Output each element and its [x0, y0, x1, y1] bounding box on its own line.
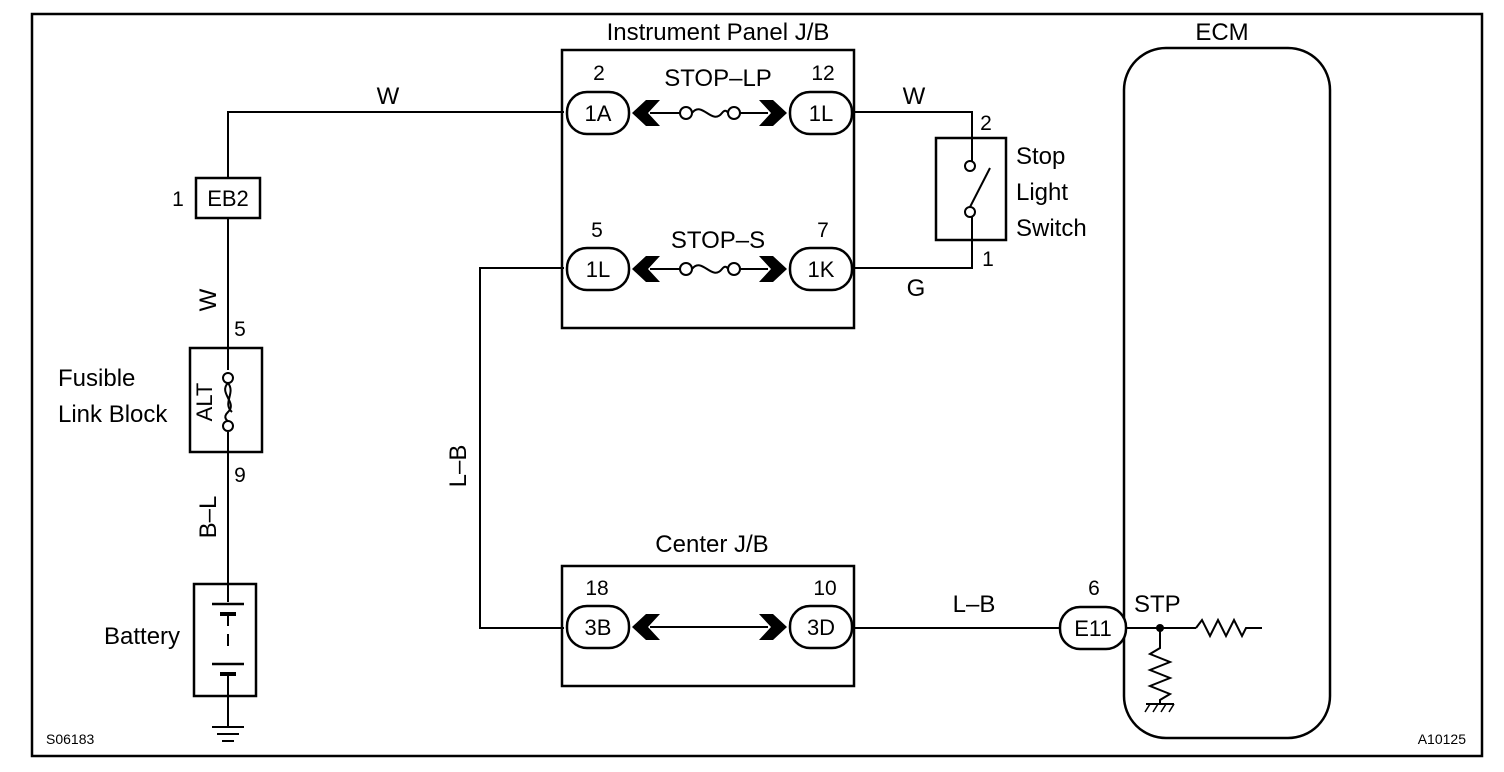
- center-jb: Center J/B 18 10 3B 3D: [560, 531, 856, 688]
- battery-box: [192, 582, 258, 698]
- wires: [227, 111, 1196, 726]
- center-pin-18-label: 18: [585, 577, 608, 600]
- connector-3B-label: 3B: [585, 615, 612, 640]
- connector-E11-label: E11: [1074, 616, 1112, 641]
- switch-pin-1-label: 1: [982, 248, 994, 271]
- wire-label-lb-horizontal: L–B: [953, 591, 996, 618]
- diagram-frame: [30, 12, 1484, 758]
- center-jb-title: Center J/B: [655, 531, 768, 558]
- arrow-left-top: [632, 100, 660, 126]
- wire-label-bl: B–L: [195, 496, 222, 539]
- ecm-resistor-horizontal: [1195, 617, 1262, 639]
- connector-1L-top-label: 1L: [809, 101, 833, 126]
- arrow-left-bottom: [632, 256, 660, 282]
- connector-1L-bottom: [565, 246, 631, 292]
- eb2-box: [194, 176, 262, 220]
- instrument-panel-jb: Instrument Panel J/B 2 12 STOP–LP 1A 1L …: [560, 19, 856, 330]
- connector-3D-label: 3D: [807, 615, 835, 640]
- connector-3D: [788, 604, 854, 650]
- connector-1K-label: 1K: [808, 257, 835, 282]
- battery: Battery: [104, 582, 258, 742]
- wire-label-w-top-left: W: [377, 83, 400, 110]
- fuse-stop-s-label: STOP–S: [671, 227, 765, 254]
- wire-w-to-switch: [852, 111, 973, 162]
- pin-5-label: 5: [591, 219, 603, 242]
- fusible-label-line1: Fusible: [58, 365, 135, 392]
- switch-label-line1: Stop: [1016, 143, 1065, 170]
- ecm-stp-terminal-label: STP: [1134, 591, 1181, 618]
- arrow-right-bottom: [759, 256, 787, 282]
- fuse-stop-lp-symbol: [691, 108, 729, 118]
- battery-label: Battery: [104, 623, 180, 650]
- fusible-link-block: 5 9 ALT Fusible Link Block: [58, 318, 264, 487]
- connector-1L-bottom-label: 1L: [586, 257, 610, 282]
- ecm-title: ECM: [1195, 19, 1248, 46]
- wire-lb-vertical: [479, 267, 564, 629]
- ecm-resistor-vertical: [1147, 628, 1173, 704]
- connector-1A-label: 1A: [585, 101, 612, 126]
- eb2-pin-label: 1: [172, 188, 184, 211]
- pin-2-label: 2: [593, 62, 605, 85]
- wire-color-labels: W W W B–L G L–B L–B: [195, 83, 995, 618]
- ecm-box: [1122, 46, 1332, 740]
- ecm: ECM 6 E11 STP: [1058, 19, 1332, 740]
- arrow-right-top: [759, 100, 787, 126]
- fusible-label-line2: Link Block: [58, 401, 168, 428]
- arrow-right-center: [759, 614, 787, 640]
- alt-fuse-label: ALT: [192, 383, 217, 422]
- wire-label-w-vertical: W: [195, 288, 222, 311]
- eb2-label: EB2: [207, 186, 249, 211]
- fuse-stop-s-symbol: [691, 264, 729, 274]
- stop-light-switch-box: [934, 136, 1008, 242]
- connector-1K: [788, 246, 854, 292]
- fusible-link-block-box: [188, 346, 264, 454]
- fusible-pin-9-label: 9: [234, 464, 246, 487]
- alt-fuse-symbol: [224, 382, 232, 422]
- fusible-pin-5-label: 5: [234, 318, 246, 341]
- switch-pin-2-label: 2: [980, 112, 992, 135]
- switch-label-line3: Switch: [1016, 215, 1087, 242]
- diagram-code-right: A10125: [1418, 731, 1466, 747]
- connector-E11: [1058, 605, 1128, 651]
- fuse-stop-lp-label: STOP–LP: [664, 65, 772, 92]
- wire-label-w-top-right: W: [903, 83, 926, 110]
- stop-light-switch: 2 1 Stop Light Switch: [934, 112, 1087, 271]
- pin-7-label: 7: [817, 219, 829, 242]
- connector-1A: [565, 90, 631, 136]
- instrument-panel-jb-box: [560, 48, 856, 330]
- switch-contact-arm: [969, 167, 991, 208]
- wire-g: [852, 214, 973, 269]
- connector-1L-top: [788, 90, 854, 136]
- wire-w-top: [227, 111, 564, 178]
- diagram-code-left: S06183: [46, 731, 94, 747]
- connector-3B: [565, 604, 631, 650]
- eb2-connector: EB2 1: [172, 176, 262, 220]
- wire-label-lb-vertical: L–B: [445, 445, 472, 488]
- center-jb-box: [560, 564, 856, 688]
- pin-12-label: 12: [811, 62, 834, 85]
- arrow-left-center: [632, 614, 660, 640]
- wire-label-g: G: [907, 275, 926, 302]
- center-pin-10-label: 10: [813, 577, 836, 600]
- ecm-pin-6-label: 6: [1088, 577, 1100, 600]
- instrument-panel-jb-title: Instrument Panel J/B: [607, 19, 830, 46]
- switch-label-line2: Light: [1016, 179, 1068, 206]
